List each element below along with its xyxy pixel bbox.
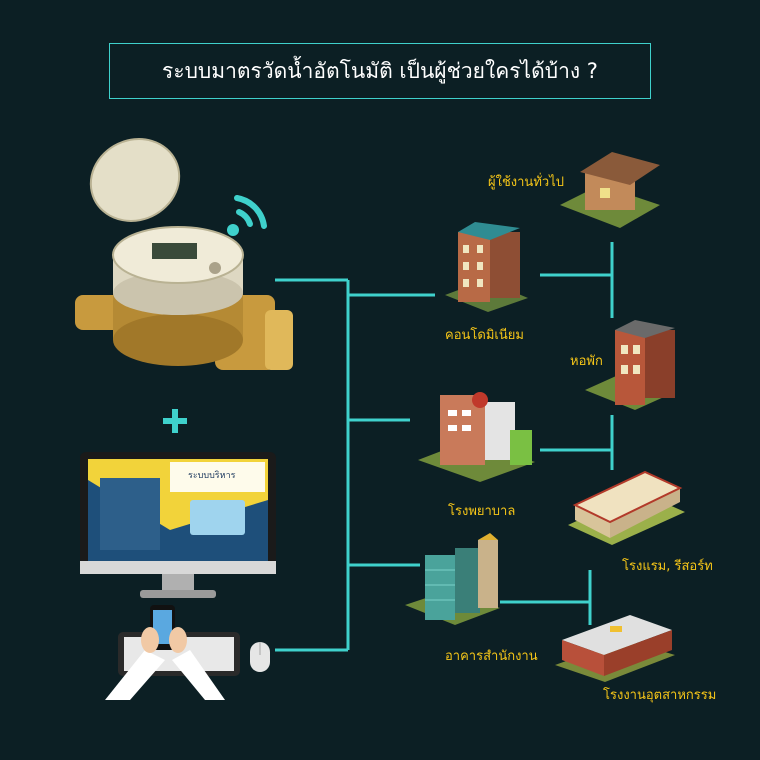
mouse-icon <box>250 642 270 672</box>
hotel-resort-icon <box>568 470 685 545</box>
label-hospital: โรงพยาบาล <box>448 504 516 519</box>
wifi-icon <box>227 195 267 236</box>
factory-icon <box>555 615 675 682</box>
condominium-icon <box>445 222 528 312</box>
label-hotel-resort: โรงแรม, รีสอร์ท <box>622 559 713 574</box>
label-condominium: คอนโดมิเนียม <box>445 328 524 343</box>
office-building-icon <box>405 533 500 625</box>
house-icon <box>560 152 660 228</box>
plus-icon <box>163 409 187 433</box>
monitor-screen-heading: ระบบบริหาร <box>188 470 236 481</box>
label-general-users: ผู้ใช้งานทั่วไป <box>488 175 564 190</box>
dormitory-icon <box>585 320 675 410</box>
computer-monitor-icon: ระบบบริหาร <box>80 452 276 598</box>
hospital-icon <box>418 392 535 482</box>
water-meter-icon <box>75 138 293 370</box>
label-office-building: อาคารสำนักงาน <box>445 649 538 664</box>
smartphone-icon <box>105 605 225 700</box>
title-box: ระบบมาตรวัดน้ำอัตโนมัติ เป็นผู้ช่วยใครได… <box>109 43 651 99</box>
connector-lines <box>275 242 614 652</box>
label-factory: โรงงานอุตสาหกรรม <box>603 688 717 703</box>
page-title: ระบบมาตรวัดน้ำอัตโนมัติ เป็นผู้ช่วยใครได… <box>162 58 598 83</box>
label-dormitory: หอพัก <box>570 354 603 369</box>
